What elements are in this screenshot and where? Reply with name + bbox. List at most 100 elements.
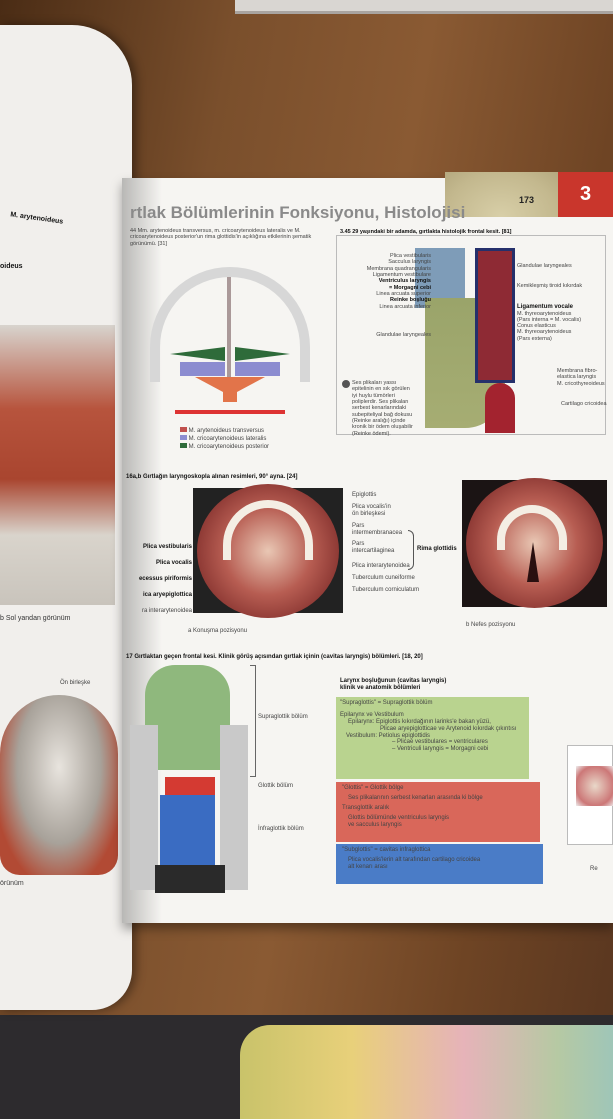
box-line: Plica vocalis'lerin alt tarafından carti…: [348, 856, 481, 863]
left-caption: örünüm: [0, 880, 24, 887]
box-line: "Glottis" = Glottik bölge: [342, 785, 404, 791]
label: Kemikleşmiş tiroid kıkırdak: [517, 283, 583, 290]
box-line: – Ventriculi laryngis = Morgagni cebi: [392, 746, 489, 753]
box-line: Glottis bölümünde ventriculus laryngis: [348, 814, 450, 821]
box-line: "Subglottis" = cavitas infraglottica: [342, 847, 431, 853]
label: (Pars externa): [517, 335, 552, 342]
laryngoscope-image-b: [462, 478, 607, 608]
label: Epiglottis: [352, 492, 377, 498]
legend-swatch: [180, 427, 187, 432]
label: Ligamentum vocale: [517, 303, 574, 310]
label: intercartilaginea: [352, 548, 395, 555]
label: Glandulae laryngeales: [517, 263, 572, 269]
label: M. thyreoarytenoideus: [517, 329, 572, 336]
left-label: oideus: [0, 263, 23, 270]
subcaption-b: b Nefes pozisyonu: [466, 622, 516, 628]
side-figure: [567, 745, 613, 845]
legend-swatch: [180, 434, 187, 440]
note-line: subepiteliyal bağ dokusu: [352, 411, 413, 418]
label: ra interarytenoidea: [141, 607, 192, 614]
laryngoscope-image-a: [193, 484, 343, 618]
note-line: serbest kenarlarındaki: [352, 405, 407, 412]
label: (Pars interna = M. vocalis): [517, 316, 582, 323]
label: elastica laryngis: [557, 374, 597, 381]
label: Plica vocalis: [155, 559, 192, 566]
region-label: Glottik bölüm: [258, 783, 294, 789]
label: Pars: [352, 541, 365, 548]
label: Plica vocalis'in: [352, 503, 391, 510]
note-line: Ses plikaları yassı: [352, 380, 397, 386]
clinical-note: Ses plikaları yassı epitelinin en sık gö…: [342, 380, 413, 437]
figure-frame: [336, 235, 606, 435]
label: Ventriculus laryngis: [378, 278, 431, 285]
label: Glandulae laryngeales: [376, 331, 431, 338]
label: Plica vestibularis: [142, 544, 192, 550]
legend-label: M. cricoarytenoideus lateralis: [188, 435, 267, 442]
subcaption-a: a Konuşma pozisyonu: [188, 628, 248, 634]
label: Pars: [352, 522, 365, 529]
laryngoscope-labels-right: Epiglottis Plica vocalis'in ön birleşkes…: [352, 492, 419, 594]
note-line: iyi huylu tümörleri: [352, 392, 395, 399]
figure-caption: 3.45 29 yaşındaki bir adamda, gırtlakta …: [340, 229, 512, 235]
title-line: klinik ve anatomik bölümleri: [340, 684, 421, 691]
box-line: Vestibulum: Petiolus epiglottidis: [346, 732, 431, 739]
histology-labels-left: Plica vestibularis Sacculus laryngis Mem…: [336, 253, 431, 338]
label: ön birleşkesi: [352, 510, 386, 517]
box-line: – Plicae vestibulares = ventriculares: [392, 739, 488, 746]
histology-labels-right: Glandulae laryngeales Kemikleşmiş tiroid…: [517, 263, 607, 407]
label: Plica vestibularis: [390, 253, 431, 259]
page-number: 173: [519, 195, 535, 205]
side-caption: Re: [590, 866, 598, 872]
blanket: [240, 1025, 613, 1119]
title-line: Larynx boşluğunun (cavitas laryngis): [340, 678, 447, 684]
label: Ligamentum vestibulare: [372, 271, 431, 278]
label: Tuberculum corniculatum: [352, 587, 420, 594]
glottis-box: "Glottis" = Glottik bölge Ses plikaların…: [336, 782, 540, 842]
figure-caption: 17 Gırtlaktan geçen frontal kesi. Klinik…: [126, 654, 423, 660]
clinic-icon: [342, 380, 350, 388]
box-line: Plicae aryepiglotticae ve Arytenoid kıkı…: [380, 725, 517, 732]
legend: M. arytenoideus transversus M. cricoaryt…: [180, 427, 269, 451]
frontal-section-illustration: [125, 665, 255, 895]
region-label: Supraglottik bölüm: [258, 714, 308, 720]
table-title: Larynx boşluğunun (cavitas laryngis) kli…: [340, 678, 446, 692]
label: = Morgagni cebi: [388, 284, 431, 291]
note-line: kronik bir ödem oluşabilir: [352, 424, 413, 431]
left-label: M. arytenoideus: [9, 211, 64, 226]
label: Reinke boşluğu: [390, 297, 431, 304]
legend-label: M. cricoarytenoideus posterior: [188, 443, 270, 450]
label: Linea arcuata inferior: [379, 303, 431, 310]
label: Sacculus laryngis: [388, 259, 431, 266]
label: Cartilago cricoidea: [561, 401, 607, 408]
legend-label: M. arytenoideus transversus: [188, 428, 265, 434]
label: Linea arcuata superior: [376, 290, 431, 297]
larynx-side-illustration: [0, 325, 115, 605]
note-line: (Reinke aralığı) içinde: [352, 417, 406, 424]
box-line: Ses plikalarının serbest kenarları arası…: [348, 794, 483, 801]
label: ica aryepiglottica: [142, 591, 192, 598]
box-line: Transglottik aralık: [342, 804, 390, 811]
book-edge: [235, 0, 613, 14]
note-line: (Reinke ödemi).: [352, 430, 391, 437]
larynx-front-illustration: [0, 695, 118, 875]
label: Membrana fibro-: [557, 368, 598, 375]
box-line: alt kenarı arası: [348, 863, 388, 870]
supraglottis-box: "Supraglottis" = Supraglottik bölüm Epil…: [336, 697, 529, 779]
label: Conus elasticus: [517, 323, 556, 330]
label: M. cricothyreoideus: [557, 380, 605, 387]
subglottis-box: "Subglottis" = cavitas infraglottica Pli…: [336, 844, 543, 884]
box-line: Epilarynx: Epiglottis kıkırdağının larin…: [348, 718, 491, 725]
label: intermembranacea: [352, 529, 403, 536]
box-line: ve sacculus laryngis: [348, 821, 402, 828]
figure-caption: 44 Mm. arytenoideus transversus, m. cric…: [130, 228, 312, 247]
note-line: poliplerdir. Ses plikaları: [352, 398, 409, 405]
histology-section: [415, 248, 530, 433]
label: Membrana quadrangularis: [366, 265, 431, 272]
label: ecessus piriformis: [138, 575, 192, 582]
left-caption: b Sol yandan görünüm: [0, 615, 71, 622]
legend-swatch: [180, 442, 187, 448]
label: Tuberculum cuneiforme: [352, 575, 415, 582]
label: Plica interarytenoidea: [352, 563, 410, 570]
region-label: İnfraglottik bölüm: [258, 826, 304, 832]
left-label: Ön birleşke: [60, 680, 91, 686]
